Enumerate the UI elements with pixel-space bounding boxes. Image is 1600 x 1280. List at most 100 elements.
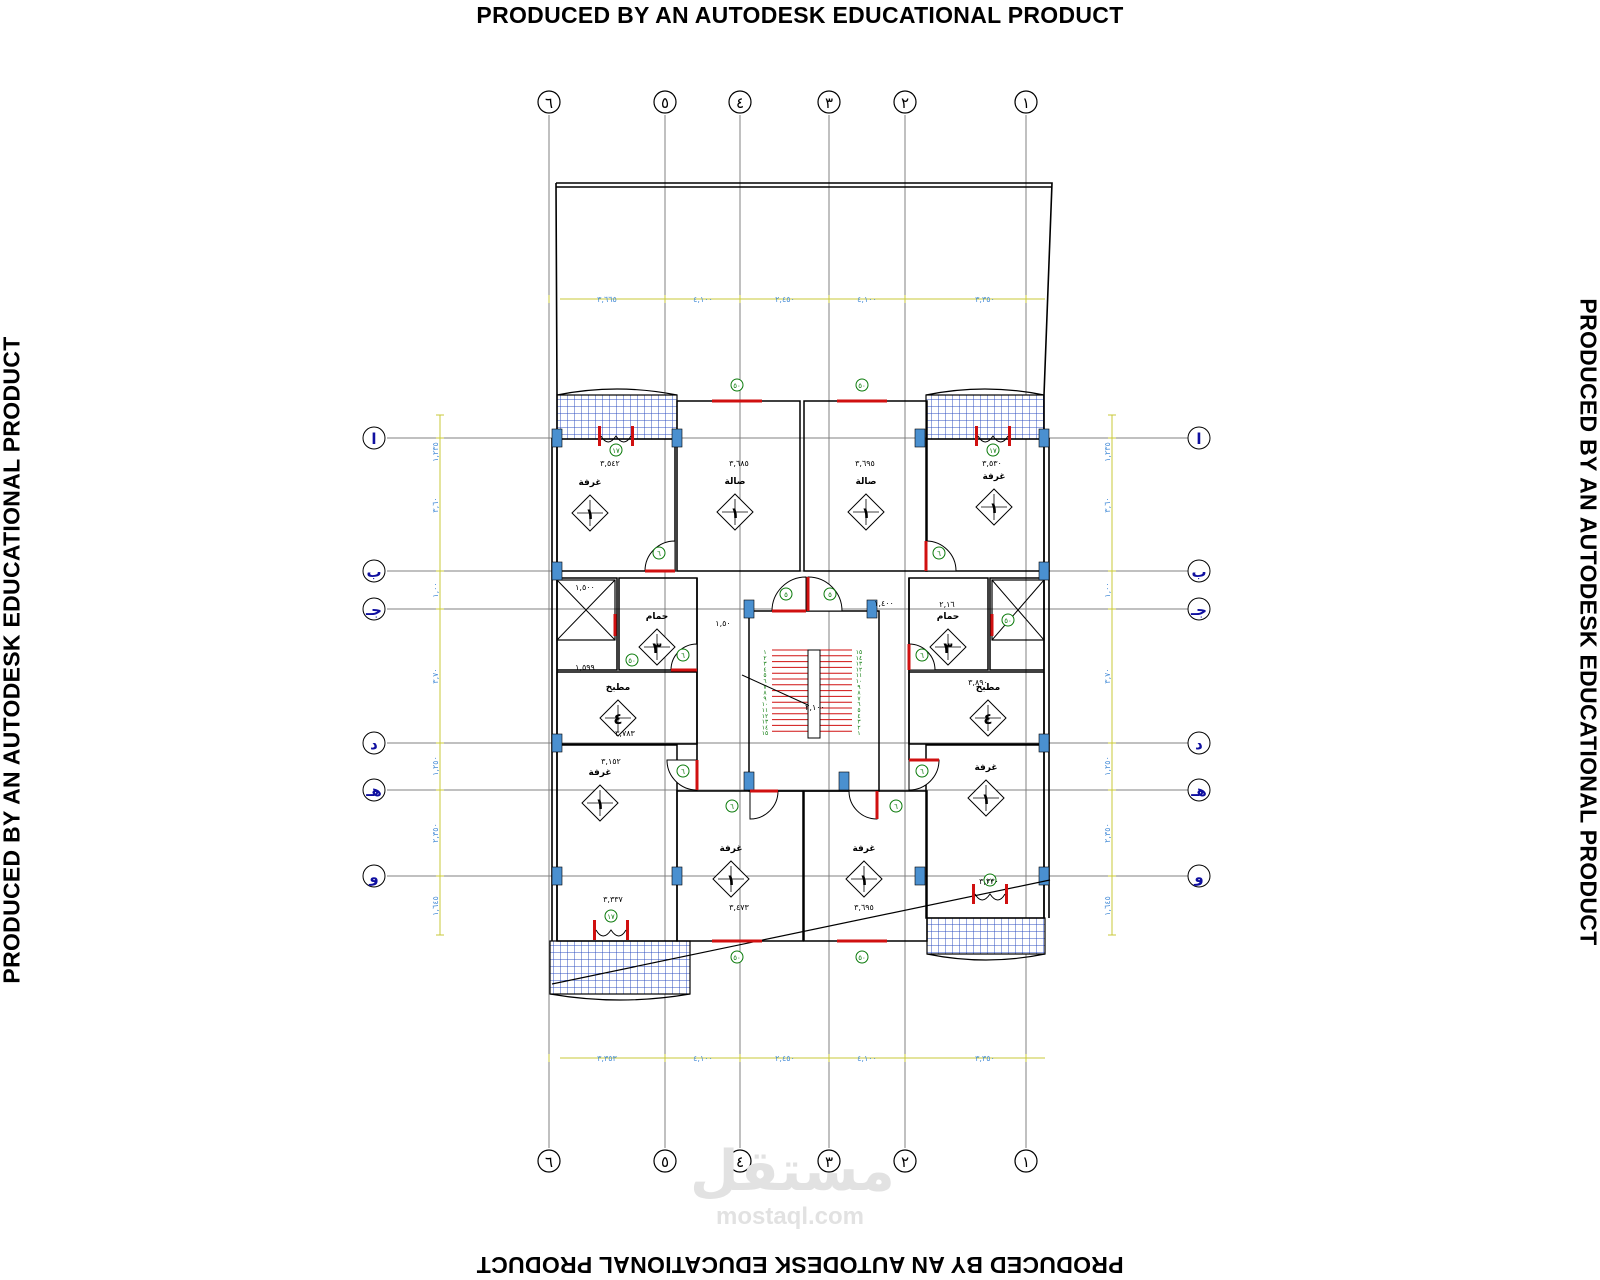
- grid-bubble-col: [728, 1149, 752, 1173]
- opening-tag: [915, 648, 929, 662]
- dimension-text: ٤,١٠٠: [857, 295, 877, 304]
- room-name: صالة: [725, 477, 746, 487]
- grid-label-row: ا: [1196, 430, 1201, 448]
- educational-stamp-top: PRODUCED BY AN AUTODESK EDUCATIONAL PROD…: [476, 2, 1124, 28]
- room-tag-number: ١: [981, 790, 990, 808]
- column: [743, 599, 755, 619]
- grid-label-col: ١: [1022, 94, 1030, 112]
- grid-label-row: جـ: [1190, 601, 1207, 619]
- grid-label-col: ٢: [901, 94, 909, 112]
- column: [838, 771, 850, 791]
- grid-bubble-row: [362, 731, 386, 755]
- grid-bubble-col: [893, 1149, 917, 1173]
- balcony-door-jamb: [593, 920, 596, 940]
- grid-bubble-row: [362, 426, 386, 450]
- dimension-text: ٣,٣٥٠: [975, 295, 995, 304]
- window-tag: [730, 950, 744, 964]
- opening-tag: [604, 909, 618, 923]
- dimension-text: ١,٠٠: [1103, 582, 1112, 597]
- room-dimension: ٣,٣٣٠: [979, 877, 999, 886]
- grid-label-row: و: [368, 868, 378, 886]
- grid-bubble-col: [1014, 1149, 1038, 1173]
- dimension-text: ١,٦٤٥: [1103, 896, 1112, 916]
- dimension-text: ٣,٦٠: [431, 497, 440, 512]
- grid-lines: [387, 115, 1198, 1148]
- balcony-tiles: [556, 394, 678, 440]
- room-tag-number: ٣: [652, 639, 661, 657]
- column: [551, 428, 563, 448]
- column: [914, 428, 926, 448]
- balconies: [549, 388, 1046, 1001]
- room-dimension: ٣,٣٣٧: [603, 895, 623, 904]
- stair-step-number: ١٤: [856, 655, 862, 662]
- dimension-text: ١,٢٣٥: [431, 442, 440, 462]
- column: [866, 599, 878, 619]
- stair-step-number: ١٢: [856, 666, 862, 673]
- opening-tag: [609, 443, 623, 457]
- dimension-text: ١,٢٥٠: [1103, 756, 1112, 776]
- room-name: غرفة: [578, 478, 601, 488]
- column: [551, 561, 563, 581]
- room-name: حمام: [937, 612, 960, 622]
- balcony-door-jamb: [975, 426, 978, 446]
- grid-label-col: ٣: [825, 1153, 833, 1171]
- window-tag-text: ٥٠: [858, 382, 866, 390]
- window-tag: [1001, 613, 1015, 627]
- balcony-door-jamb: [631, 426, 634, 446]
- window-tag-text: ٥٠: [628, 657, 636, 665]
- dimension-text: ٣,٦٦٥: [597, 295, 617, 304]
- grid-bubble-row: [362, 778, 386, 802]
- window-tag-text: ٥٠: [1004, 617, 1012, 625]
- section-line: [551, 879, 1051, 985]
- grid-label-row: ب: [1191, 563, 1206, 581]
- room-name: مطبخ: [606, 683, 631, 693]
- room-tag-number: ١: [989, 499, 998, 517]
- grid-label-row: هـ: [365, 782, 382, 800]
- site-boundary: [555, 182, 1053, 396]
- room-dimension: ٣,٤٧٣: [729, 903, 749, 912]
- grid-label-row: د: [370, 735, 378, 753]
- opening-tag: [983, 873, 997, 887]
- stair-step-number: ٨: [763, 690, 767, 697]
- balcony-door-swing: [600, 435, 632, 443]
- opening-tag: [725, 799, 739, 813]
- grid-bubble-row: [1187, 864, 1211, 888]
- dimension-text: ٣,٣٥٠: [975, 1054, 995, 1063]
- balcony-door-swing: [595, 929, 627, 937]
- room-dimension: ١,٤٠٠: [874, 599, 894, 608]
- column: [671, 866, 683, 886]
- room-name: غرفة: [982, 472, 1005, 482]
- column: [1038, 561, 1050, 581]
- opening-tag-text: ١٧: [986, 877, 994, 885]
- column: [1038, 428, 1050, 448]
- dimension-text: ١,٢٣٥: [1103, 442, 1112, 462]
- grid-bubble-col: [653, 90, 677, 114]
- stair-step-number: ١٤: [762, 724, 768, 731]
- room-tag-number: ١: [726, 871, 735, 889]
- room-tag-number: ١: [730, 504, 739, 522]
- opening-tag: [676, 764, 690, 778]
- stair-step-number: ٧: [857, 695, 861, 702]
- opening-tag-text: ٦: [894, 803, 898, 811]
- room-wall: [925, 438, 1045, 572]
- room-dimension: ١,٥٩٩: [575, 663, 595, 672]
- room-name: صالة: [856, 477, 877, 487]
- balcony-rail: [556, 388, 678, 396]
- grid-bubble-row: [1187, 731, 1211, 755]
- opening-tag: [932, 546, 946, 560]
- dimension-text: ٢,٤٥٠: [775, 295, 795, 304]
- stair-step-number: ١٢: [762, 713, 768, 720]
- grid-bubble-col: [728, 90, 752, 114]
- column: [914, 866, 926, 886]
- grid-bubble-col: [1014, 90, 1038, 114]
- grid-label-col: ٤: [736, 94, 744, 112]
- room-wall: [925, 744, 1045, 919]
- dimension-text: ٢,٣٥٠: [1103, 823, 1112, 843]
- opening-tag-text: ٦: [920, 652, 924, 660]
- dimension-text: ٤,١٠٠: [693, 1054, 713, 1063]
- balcony-tiles: [549, 940, 691, 995]
- opening-tag-text: ٦: [937, 550, 941, 558]
- grid-label-row: د: [1195, 735, 1203, 753]
